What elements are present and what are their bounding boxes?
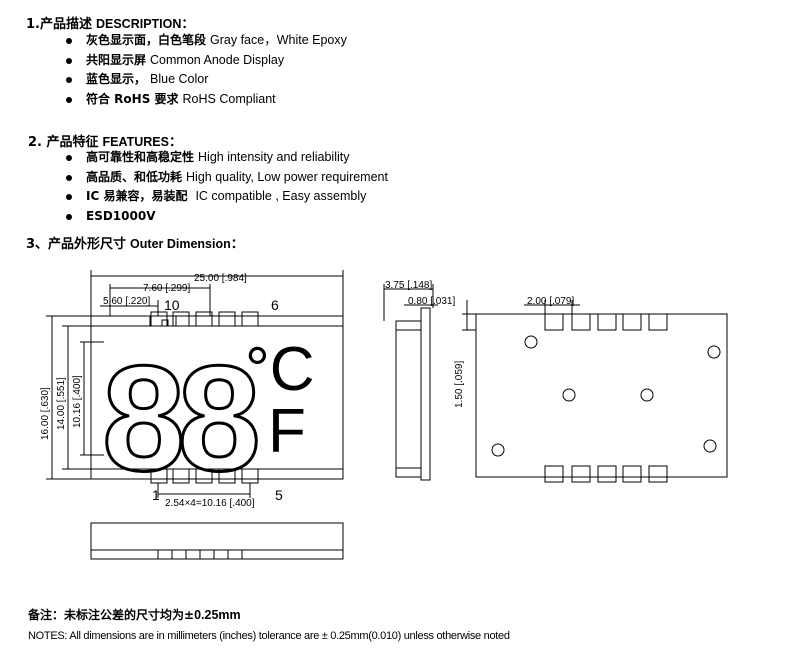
pin-label-10: 10: [164, 297, 180, 313]
dim-560: 5.60 [.220]: [103, 296, 150, 307]
side-view: [383, 284, 438, 481]
pin-label-5: 5: [275, 487, 283, 503]
outer-heading-en: Outer Dimension: [130, 237, 231, 251]
description-heading-colon: ：: [181, 17, 195, 32]
top-pins: [149, 316, 177, 327]
description-heading-en: DESCRIPTION: [95, 17, 182, 31]
notes-en: NOTES: All dimensions are in millimeters…: [28, 630, 510, 642]
dim-height-1600: 16.00 [.630]: [40, 387, 51, 440]
dim-375: 3.75 [.148]: [385, 280, 432, 291]
rear-view: [462, 300, 728, 483]
outer-heading-colon: ：: [230, 237, 244, 252]
pin-label-1: 1: [152, 487, 160, 503]
description-heading-zh: 1.产品描述: [26, 17, 92, 32]
bottom-view-outline: [90, 522, 344, 560]
dim-pin-pitch: 2.54×4=10.16 [.400]: [165, 498, 255, 509]
dim-080: 0.80 [.031]: [408, 296, 455, 307]
features-heading-zh: 2. 产品特征: [28, 135, 99, 150]
features-heading-en: FEATURES: [102, 135, 169, 149]
features-heading-colon: ：: [168, 135, 182, 150]
front-view-outline: [90, 315, 344, 480]
dim-150: 1.50 [.059]: [454, 361, 465, 408]
pin-label-6: 6: [271, 297, 279, 313]
outer-heading-zh: 3、产品外形尺寸: [26, 237, 127, 252]
display-digits: 88: [102, 334, 256, 502]
dim-height-1016: 10.16 [.400]: [72, 375, 83, 428]
list-item: 蓝色显示，Blue Color: [64, 70, 347, 90]
dim-760: 7.60 [.299]: [143, 283, 190, 294]
dim-200: 2.00 [.079]: [527, 296, 574, 307]
list-item: ESD1000V: [64, 207, 388, 227]
dim-width-total: 25.00 [.984]: [194, 273, 247, 284]
celsius-symbol: °C: [245, 335, 315, 404]
notes-zh: 备注：未标注公差的尺寸均为±0.25mm: [28, 608, 241, 622]
fahrenheit-symbol: F: [268, 397, 306, 466]
dim-height-1400: 14.00 [.551]: [56, 377, 67, 430]
